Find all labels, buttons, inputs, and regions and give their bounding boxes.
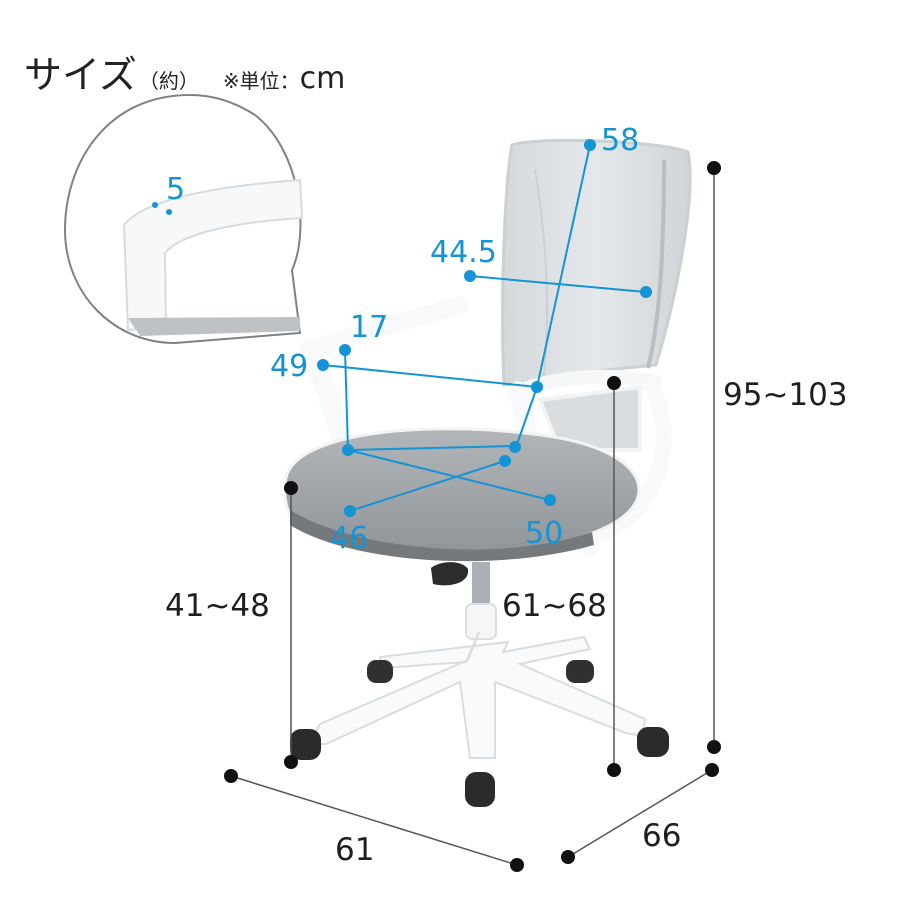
detail-dot-outer: [152, 202, 158, 208]
black-dimension-markers: [224, 161, 721, 872]
detail-callout: 5: [63, 93, 304, 345]
caster-front-center: [465, 772, 495, 807]
base-width-label: 66: [642, 818, 681, 854]
caster-rear-right: [566, 660, 594, 683]
unit-label: ※単位：: [222, 69, 300, 93]
back-height-label: 58: [601, 123, 639, 158]
detail-thickness-label: 5: [166, 172, 185, 207]
caster-front-left: [290, 729, 321, 760]
blue-dimension-lines: [322, 144, 647, 512]
back-width-label: 44.5: [430, 235, 497, 270]
arm-height-label: 49: [270, 349, 308, 384]
blue-dimension-markers: [317, 139, 652, 517]
page-title: サイズ（約） ※単位：cm: [24, 44, 345, 99]
seat-width-label: 50: [525, 516, 563, 551]
seat-height-label: 41~48: [165, 588, 270, 624]
total-height-label: 95~103: [723, 377, 848, 413]
detail-dot-inner: [166, 209, 172, 215]
unit-value: cm: [299, 61, 346, 96]
caster-rear-left: [367, 660, 393, 683]
base-depth-label: 61: [335, 832, 374, 868]
title-sub: （約）: [138, 69, 199, 93]
chair-base: [307, 631, 647, 759]
arm-to-floor-label: 61~68: [502, 588, 607, 624]
chair-illustration: [283, 138, 692, 807]
title-main: サイズ: [24, 53, 137, 97]
seat-depth-label: 46: [330, 521, 368, 556]
backrest: [501, 138, 692, 387]
black-dimension-lines: [230, 168, 715, 866]
caster-front-right: [637, 727, 669, 757]
arm-width-label: 17: [350, 310, 388, 345]
